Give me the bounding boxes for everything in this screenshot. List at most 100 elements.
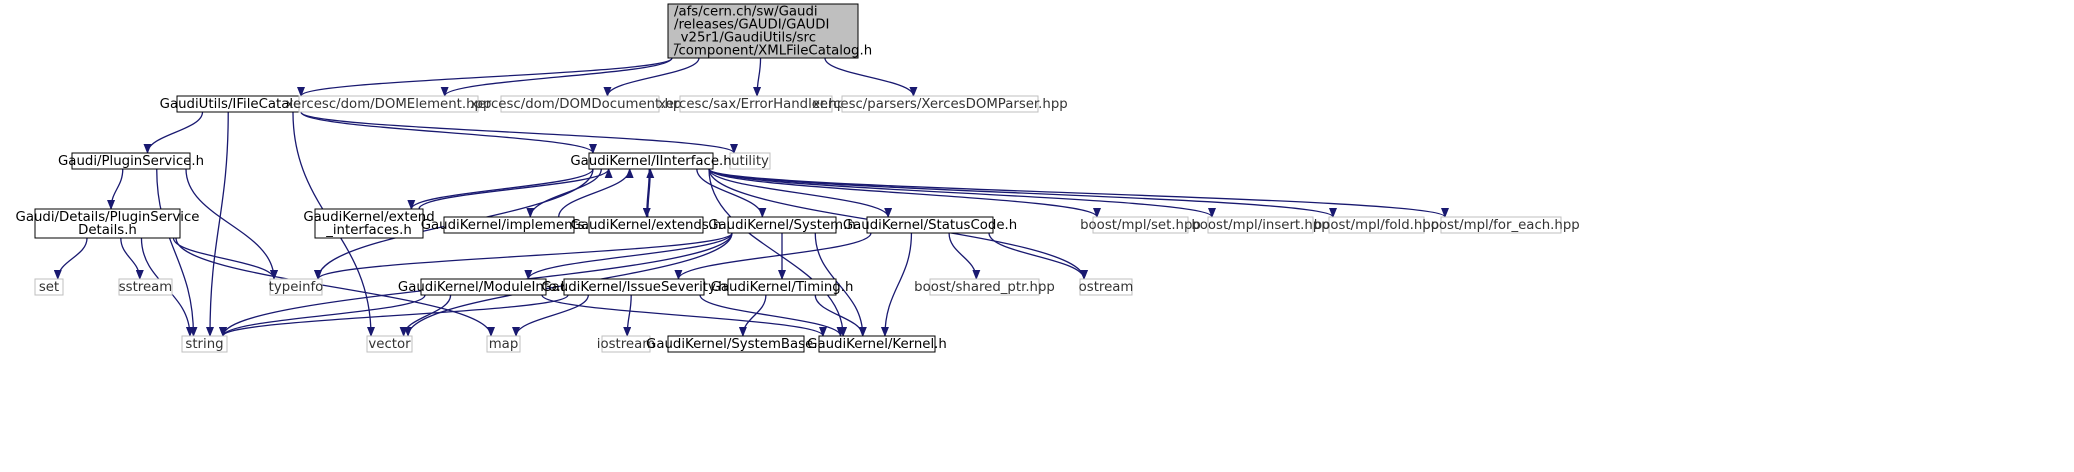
node-label: boost/mpl/insert.hpp — [1191, 218, 1329, 233]
node-label: iostream — [597, 337, 655, 352]
edge-iinterface-to-mplfold — [708, 168, 1337, 218]
edge-timing-to-systembase — [738, 294, 767, 337]
node-box — [1092, 216, 1189, 234]
edge-implements-to-iinterface — [558, 168, 634, 218]
edge-statuscode-to-issueseverity — [674, 232, 872, 280]
node-label: /afs/cern.ch/sw/Gaudi — [674, 5, 818, 20]
node-box — [269, 278, 323, 296]
edge-root-to-domelement — [440, 57, 673, 97]
node-label: Gaudi/PluginService.h — [58, 154, 204, 169]
node-map: map — [486, 335, 521, 353]
node-timing[interactable]: GaudiKernel/Timing.h — [711, 278, 854, 296]
node-label: GaudiKernel/StatusCode.h — [843, 218, 1017, 233]
node-box — [667, 335, 805, 353]
node-box — [34, 278, 64, 296]
node-mplfold: boost/mpl/fold.hpp — [1314, 216, 1439, 234]
node-box — [500, 95, 660, 113]
edge-iinterface-to-mplset — [708, 168, 1101, 218]
node-label: GaudiKernel/IInterface.h — [570, 154, 731, 169]
node-label: GaudiKernel/SystemBase.h — [646, 337, 826, 352]
edge-issueseverity-to-iostream — [623, 294, 632, 337]
edge-iinterface-to-kernel — [708, 168, 848, 337]
node-label: GaudiKernel/Kernel.h — [807, 337, 947, 352]
nodes-layer: /afs/cern.ch/sw/Gaudi/releases/GAUDI/GAU… — [16, 3, 1580, 353]
edge-iinterface-to-statuscode — [708, 168, 893, 218]
node-sstream: sstream — [118, 278, 173, 296]
node-box — [71, 152, 191, 170]
node-label: GaudiKernel/IssueSeverity.h — [541, 280, 726, 295]
edge-statuscode-to-sharedptr — [948, 232, 981, 280]
node-label: xercesc/parsers/XercesDOMParser.hpp — [812, 97, 1067, 112]
node-mplforeach: boost/mpl/for_each.hpp — [1422, 216, 1580, 234]
node-label: xercesc/dom/DOMElement.hpp — [286, 97, 492, 112]
node-systembase[interactable]: GaudiKernel/SystemBase.h — [646, 335, 826, 353]
node-vector: vector — [366, 335, 413, 353]
edge-issueseverity-to-kernel — [699, 294, 845, 337]
node-moduleinfo[interactable]: GaudiKernel/ModuleInfo.h — [398, 278, 569, 296]
node-iinterface[interactable]: GaudiKernel/IInterface.h — [570, 152, 732, 170]
edge-timing-to-kernel — [814, 294, 867, 337]
edges-layer — [53, 57, 1449, 337]
node-mplset: boost/mpl/set.hpp — [1080, 216, 1201, 234]
node-issueseverity[interactable]: GaudiKernel/IssueSeverity.h — [541, 278, 727, 296]
node-box — [866, 216, 994, 234]
node-sharedptr: boost/shared_ptr.hpp — [914, 278, 1055, 296]
node-label: utility — [731, 154, 769, 169]
node-extends[interactable]: GaudiKernel/extends.h — [571, 216, 722, 234]
node-box — [727, 216, 837, 234]
node-label: boost/mpl/set.hpp — [1080, 218, 1201, 233]
edge-moduleinfo-to-kernel — [541, 294, 827, 337]
edge-root-to-xercesdomparser — [824, 57, 918, 97]
node-label: GaudiKernel/extend — [303, 210, 434, 225]
node-box — [1440, 216, 1562, 234]
node-extend_interfaces[interactable]: GaudiKernel/extend_interfaces.h — [303, 208, 435, 239]
edge-statuscode-to-kernel — [880, 232, 913, 337]
node-box — [601, 335, 651, 353]
edge-root-to-errorhandler — [753, 57, 762, 97]
node-label: string — [185, 337, 223, 352]
node-label: sstream — [119, 280, 173, 295]
node-box — [729, 152, 771, 170]
edge-extend_interfaces-to-iinterface — [418, 168, 613, 210]
node-box — [841, 95, 1039, 113]
node-box — [34, 208, 181, 239]
node-utility: utility — [729, 152, 771, 170]
node-mplinsert: boost/mpl/insert.hpp — [1191, 216, 1330, 234]
node-label: GaudiKernel/ModuleInfo.h — [398, 280, 569, 295]
edge-statuscode-to-ostream — [988, 232, 1088, 280]
node-box — [314, 208, 424, 239]
edge-root-to-domdocument — [603, 57, 700, 97]
node-kernel[interactable]: GaudiKernel/Kernel.h — [807, 335, 947, 353]
node-box — [667, 3, 859, 59]
node-ifilecatalog[interactable]: GaudiUtils/IFileCatalog.h — [160, 95, 323, 113]
node-xercesdomparser: xercesc/parsers/XercesDOMParser.hpp — [812, 95, 1068, 113]
node-system[interactable]: GaudiKernel/System.h — [708, 216, 856, 234]
edge-ifilecatalog-to-utility — [300, 111, 738, 154]
node-implements[interactable]: GaudiKernel/implements.h — [421, 216, 598, 234]
edge-pluginservice-to-pluginservicedetails — [107, 168, 124, 210]
node-typeinfo: typeinfo — [269, 278, 323, 296]
node-label: GaudiKernel/extends.h — [571, 218, 722, 233]
edge-pluginservice-to-string — [156, 168, 198, 337]
node-label: vector — [368, 337, 411, 352]
edge-ifilecatalog-to-string — [205, 111, 229, 337]
node-label: GaudiKernel/implements.h — [421, 218, 598, 233]
edge-moduleinfo-to-vector — [399, 294, 452, 337]
node-label: xercesc/dom/DOMDocument.hpp — [470, 97, 690, 112]
node-root[interactable]: /afs/cern.ch/sw/Gaudi/releases/GAUDI/GAU… — [667, 3, 872, 59]
edge-pluginservicedetails-to-map — [175, 237, 495, 337]
edge-iinterface-to-mplinsert — [708, 168, 1216, 218]
node-ostream: ostream — [1079, 278, 1134, 296]
node-box — [118, 278, 173, 296]
edge-moduleinfo-to-string — [219, 294, 426, 337]
node-statuscode[interactable]: GaudiKernel/StatusCode.h — [843, 216, 1017, 234]
node-pluginservice[interactable]: Gaudi/PluginService.h — [58, 152, 204, 170]
edge-system-to-moduleinfo — [524, 232, 733, 280]
edge-pluginservicedetails-to-set — [53, 237, 88, 280]
node-label: ostream — [1079, 280, 1134, 295]
edge-ifilecatalog-to-iinterface — [300, 111, 597, 154]
node-box — [443, 216, 575, 234]
node-label: xercesc/sax/ErrorHandler.hpp — [658, 97, 854, 112]
node-label: GaudiKernel/Timing.h — [711, 280, 854, 295]
